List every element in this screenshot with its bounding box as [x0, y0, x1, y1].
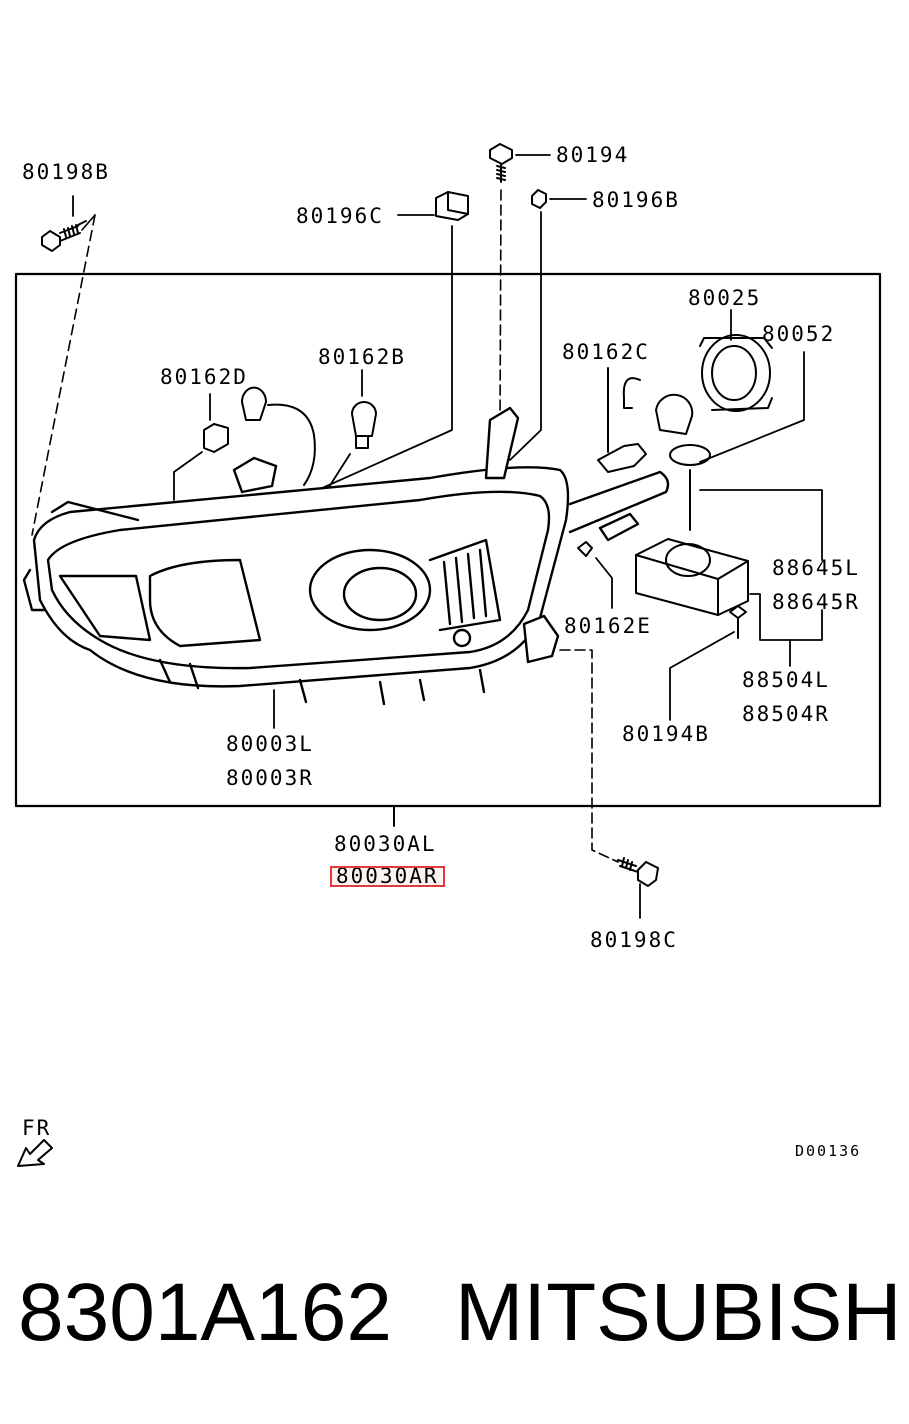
callout-80162C: 80162C [562, 340, 650, 364]
callout-88504L: 88504L [742, 668, 830, 692]
callout-80194: 80194 [556, 143, 630, 167]
callout-80162E: 80162E [564, 614, 652, 638]
bulb-80162D [203, 386, 316, 486]
socket-80162C [597, 367, 711, 473]
callout-80030AR-highlighted[interactable]: 80030AR [330, 866, 445, 887]
assembly-frame [14, 272, 882, 808]
bolt-80198C [617, 857, 659, 887]
callout-80196C: 80196C [296, 204, 384, 228]
callout-80003R: 80003R [226, 766, 314, 790]
callout-80198B: 80198B [22, 160, 110, 184]
front-arrow-icon [17, 1139, 53, 1167]
part-number: 8301A162 [18, 1267, 392, 1358]
callout-80162D: 80162D [160, 365, 248, 389]
callout-80196B: 80196B [592, 188, 680, 212]
callout-80162B: 80162B [318, 345, 406, 369]
callout-80052: 80052 [762, 322, 836, 346]
compass-label: FR [22, 1116, 52, 1140]
callout-88645R: 88645R [772, 590, 860, 614]
callout-80198C: 80198C [590, 928, 678, 952]
callout-80194B: 80194B [622, 722, 710, 746]
brand-name: MITSUBISHI [455, 1267, 909, 1358]
callout-88645L: 88645L [772, 556, 860, 580]
diagram-code: D00136 [795, 1142, 862, 1160]
nut-80196B [531, 189, 547, 209]
callout-88504R: 88504R [742, 702, 830, 726]
bulb-80162B [351, 401, 377, 449]
screw-80194B [729, 605, 747, 639]
headlamp-housing [22, 406, 670, 706]
ballast-88645 [635, 469, 749, 616]
cap-80052 [699, 334, 773, 412]
bolt-80194 [489, 143, 513, 183]
callout-80025: 80025 [688, 286, 762, 310]
callout-80003L: 80003L [226, 732, 314, 756]
bolt-80198B [41, 220, 87, 252]
callout-80030AL: 80030AL [334, 832, 437, 856]
clip-80196C [435, 191, 469, 221]
